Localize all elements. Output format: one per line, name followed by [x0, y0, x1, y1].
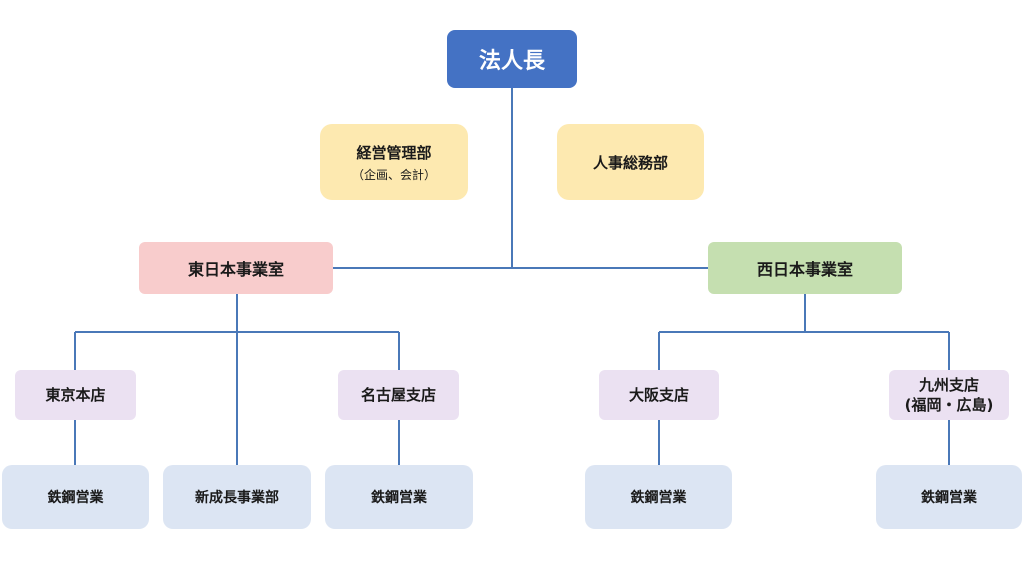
node-tokyo-steel-sales: 鉄鋼営業	[2, 465, 149, 529]
node-nagoya-branch: 名古屋支店	[338, 370, 459, 420]
node-east-division-label: 東日本事業室	[187, 260, 284, 279]
node-hr-dept-label: 人事総務部	[592, 153, 668, 172]
node-tokyo-branch-label: 東京本店	[45, 385, 106, 404]
node-osaka-steel-sales: 鉄鋼営業	[585, 465, 732, 529]
node-kyushu-branch-label: 九州支店	[918, 375, 979, 394]
node-kyushu-branch: 九州支店 (福岡・広島)	[889, 370, 1009, 420]
node-nagoya-branch-label: 名古屋支店	[360, 385, 436, 404]
node-kyushu-branch-sub: (福岡・広島)	[904, 396, 994, 414]
node-management-dept-sub: （企画、会計）	[351, 167, 436, 182]
node-tokyo-branch: 東京本店	[15, 370, 136, 420]
node-tokyo-steel-sales-label: 鉄鋼営業	[47, 490, 104, 506]
node-nagoya-steel-sales: 鉄鋼営業	[325, 465, 473, 529]
node-west-division-label: 西日本事業室	[756, 260, 853, 279]
node-west-division: 西日本事業室	[708, 242, 902, 294]
node-east-division: 東日本事業室	[139, 242, 333, 294]
node-new-growth-dept: 新成長事業部	[163, 465, 311, 529]
node-kyushu-steel-sales: 鉄鋼営業	[876, 465, 1022, 529]
node-president-label: 法人長	[478, 49, 545, 74]
node-new-growth-dept-label: 新成長事業部	[195, 490, 279, 506]
node-hr-dept: 人事総務部	[557, 124, 704, 200]
node-kyushu-steel-sales-label: 鉄鋼営業	[921, 490, 977, 506]
node-president: 法人長	[447, 30, 577, 88]
node-osaka-branch: 大阪支店	[599, 370, 719, 420]
node-management-dept: 経営管理部 （企画、会計）	[320, 124, 468, 200]
node-osaka-steel-sales-label: 鉄鋼営業	[630, 490, 687, 506]
node-nagoya-steel-sales-label: 鉄鋼営業	[371, 490, 427, 506]
node-osaka-branch-label: 大阪支店	[628, 385, 689, 404]
node-management-dept-label: 経営管理部	[356, 143, 432, 162]
